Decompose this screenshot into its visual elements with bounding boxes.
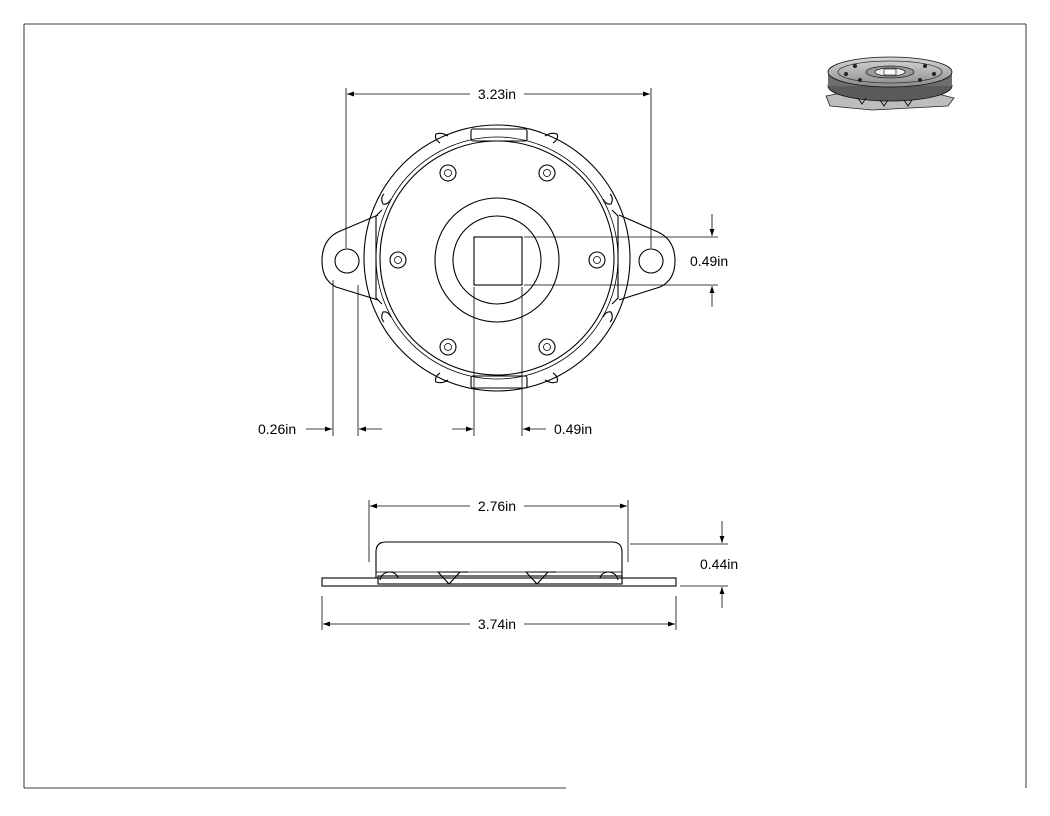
dim-bore-height: 0.49in bbox=[690, 253, 728, 269]
housing-base-ring bbox=[377, 575, 623, 585]
housing-outer bbox=[363, 124, 631, 392]
hub-outer bbox=[434, 197, 560, 323]
side-clips bbox=[379, 571, 619, 585]
housing-inner-rim bbox=[375, 136, 619, 380]
rim-tabs bbox=[375, 128, 619, 389]
top-view bbox=[321, 124, 676, 392]
dim-mount-offset: 0.26in bbox=[258, 421, 296, 437]
mount-hole-right bbox=[638, 248, 664, 274]
dim-body-width-side: 2.76in bbox=[478, 498, 516, 514]
top-view-dimensions: 3.23in 0.49in 0.26in 0.49in bbox=[258, 86, 728, 437]
sheet-border bbox=[23, 23, 1027, 789]
mounting-ear-left bbox=[321, 214, 379, 301]
housing-screws bbox=[389, 164, 606, 356]
mounting-ear-right bbox=[618, 214, 676, 301]
mount-hole-left bbox=[334, 248, 360, 274]
dim-overall-width-top: 3.23in bbox=[478, 86, 516, 102]
dim-height-side: 0.44in bbox=[700, 556, 738, 572]
square-bore bbox=[473, 236, 523, 286]
hub-inner bbox=[452, 215, 542, 305]
isometric-view bbox=[825, 56, 955, 111]
housing-face bbox=[379, 140, 615, 376]
dim-overall-width-side: 3.74in bbox=[478, 616, 516, 632]
housing-body-side bbox=[375, 541, 623, 578]
side-view-dimensions: 2.76in 0.44in 3.74in bbox=[321, 498, 738, 632]
side-view bbox=[321, 541, 677, 587]
base-plate bbox=[321, 577, 677, 587]
dim-bore-width: 0.49in bbox=[554, 421, 592, 437]
